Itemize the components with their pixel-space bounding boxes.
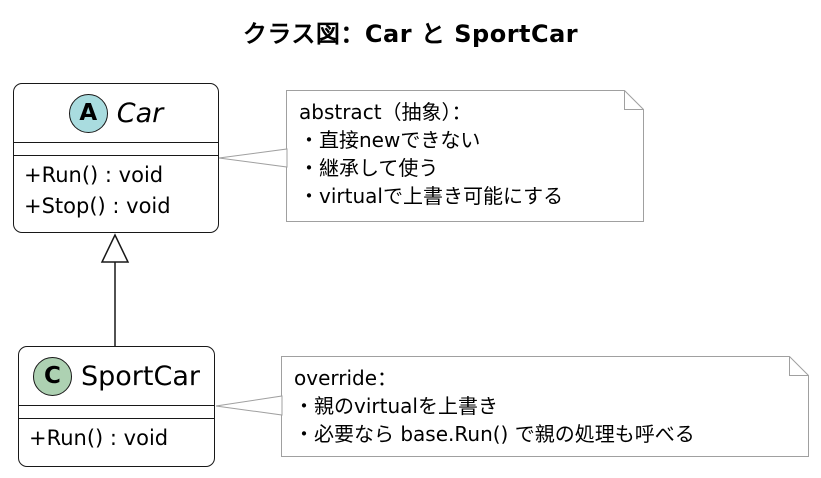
class-name-sportcar: SportCar	[81, 360, 200, 392]
abstract-badge-icon: A	[68, 93, 108, 133]
note-shape	[286, 90, 644, 222]
class-methods-car: +Run() : void +Stop() : void	[14, 156, 218, 222]
method-run: +Run() : void	[24, 163, 164, 187]
note-connector-sportcar	[215, 395, 283, 416]
class-name-car: Car	[116, 97, 164, 129]
class-methods-sportcar: +Run() : void	[19, 419, 214, 454]
method-run: +Run() : void	[29, 426, 169, 450]
class-fields-sportcar	[19, 405, 214, 419]
note-text: abstract（抽象）： ・直接newできない ・継承して使う ・virtua…	[286, 90, 644, 222]
inheritance-triangle-icon	[100, 233, 130, 263]
note-line: ・直接newできない	[299, 128, 481, 152]
note-connector-car	[218, 148, 288, 168]
class-box-car: A Car +Run() : void +Stop() : void	[13, 83, 219, 233]
note-line: ・virtualで上書き可能にする	[299, 184, 564, 208]
class-box-sportcar: C SportCar +Run() : void	[18, 346, 215, 467]
class-header-car: A Car	[14, 84, 218, 142]
note-line: override：	[294, 366, 398, 390]
note-shape	[281, 356, 809, 457]
note-line: ・必要なら base.Run() で親の処理も呼べる	[294, 422, 695, 446]
note-text: override： ・親のvirtualを上書き ・必要なら base.Run(…	[281, 356, 809, 457]
note-line: abstract（抽象）：	[299, 100, 472, 124]
note-override: override： ・親のvirtualを上書き ・必要なら base.Run(…	[281, 356, 809, 457]
class-fields-car	[14, 142, 218, 156]
class-header-sportcar: C SportCar	[19, 347, 214, 405]
diagram-title: クラス図：Car と SportCar	[242, 20, 579, 48]
note-line: ・継承して使う	[299, 156, 439, 180]
note-line: ・親のvirtualを上書き	[294, 394, 498, 418]
note-abstract: abstract（抽象）： ・直接newできない ・継承して使う ・virtua…	[286, 90, 644, 222]
method-stop: +Stop() : void	[24, 194, 171, 218]
class-badge-icon: C	[33, 356, 72, 396]
